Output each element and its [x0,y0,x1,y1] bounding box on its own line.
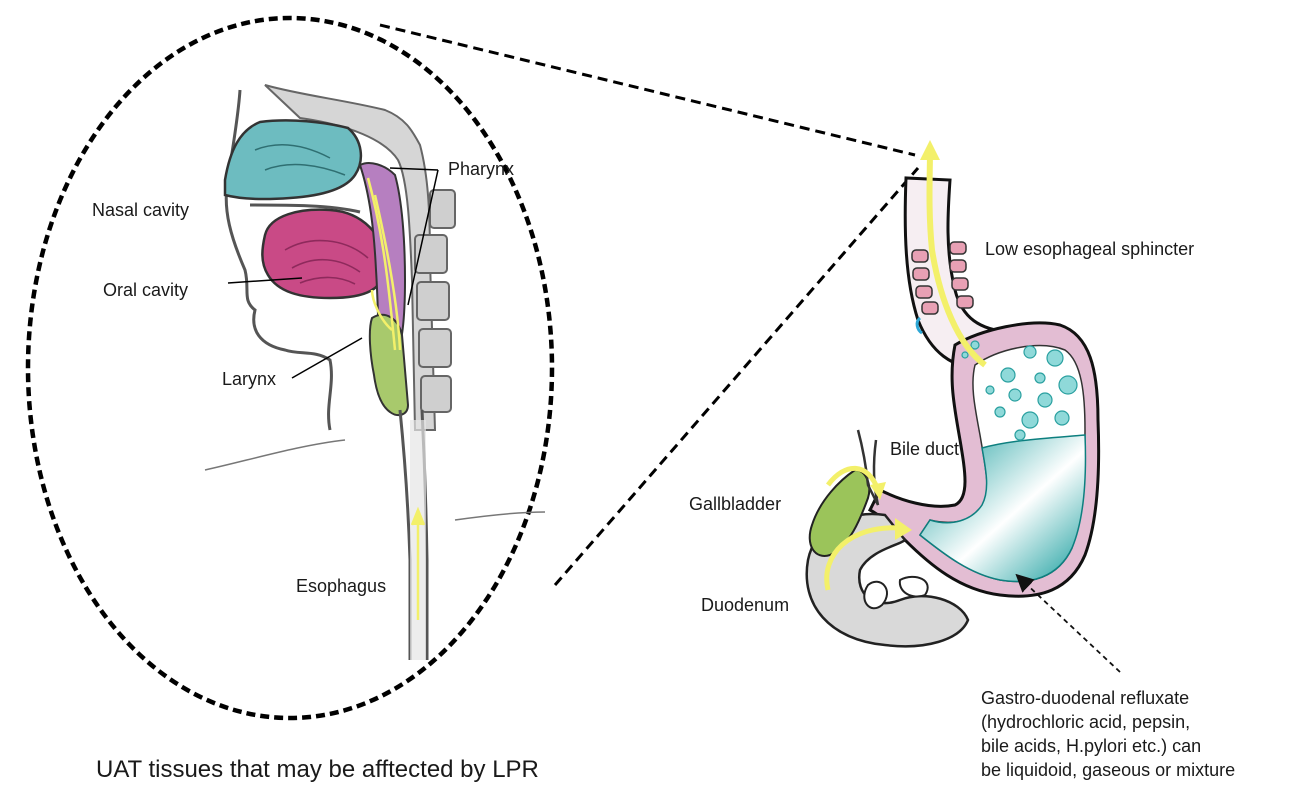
label-oral-cavity: Oral cavity [103,281,188,299]
label-esophagus: Esophagus [296,577,386,595]
label-gallbladder: Gallbladder [689,495,781,513]
nasal-cavity [225,120,361,199]
refluxate-note-line-4: be liquidoid, gaseous or mixture [981,758,1235,782]
zoom-line-top [380,25,915,155]
refluxate-note-line-2: (hydrochloric acid, pepsin, [981,710,1235,734]
oral-cavity [262,210,385,298]
refluxate-note: Gastro-duodenal refluxate (hydrochloric … [981,686,1235,782]
label-pharynx: Pharynx [448,160,514,178]
refluxate-note-line-3: bile acids, H.pylori etc.) can [981,734,1235,758]
label-larynx: Larynx [222,370,276,388]
label-duodenum: Duodenum [701,596,789,614]
label-nasal-cavity: Nasal cavity [92,201,189,219]
label-low-esophageal-sphincter: Low esophageal sphincter [985,240,1194,258]
refluxate-note-line-1: Gastro-duodenal refluxate [981,686,1235,710]
label-bile-duct: Bile duct [890,440,959,458]
figure-caption: UAT tissues that may be afftected by LPR [96,758,539,782]
